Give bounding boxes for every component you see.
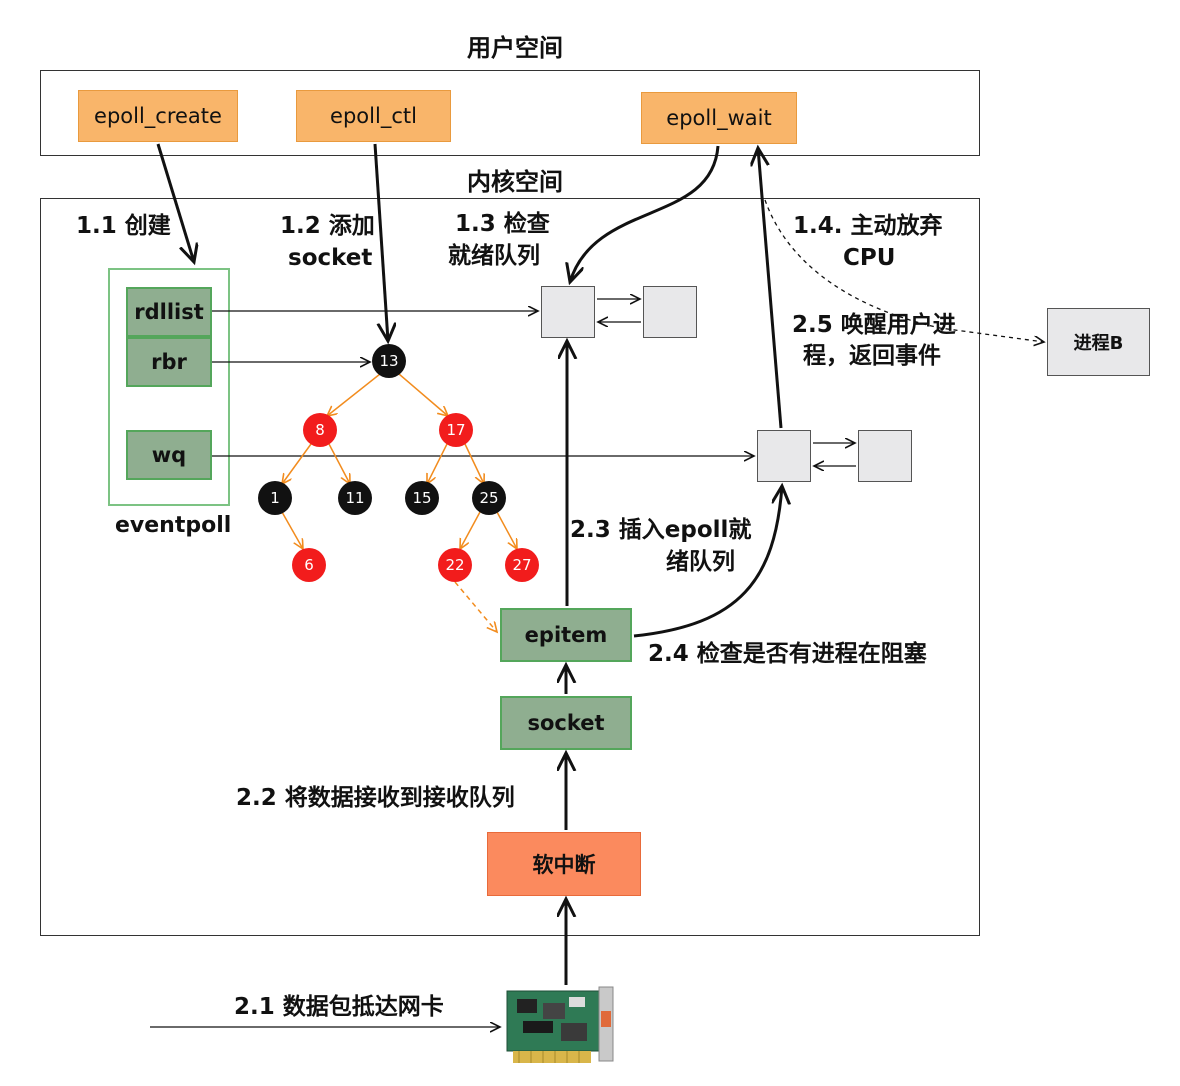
step-2-5-label-line1: 2.5 唤醒用户进 [792, 312, 956, 338]
rbtree-node-17: 17 [439, 413, 473, 447]
kernel-space-region [40, 198, 980, 936]
rbtree-node-22: 22 [438, 548, 472, 582]
eventpoll-field-rdllist[interactable]: rdllist [126, 287, 212, 337]
rbtree-node-15: 15 [405, 481, 439, 515]
eventpoll-field-rbr[interactable]: rbr [126, 337, 212, 387]
step-1-3-label-line1: 1.3 检查 [455, 211, 550, 237]
wait-queue-node [858, 430, 912, 482]
epoll-ctl-box[interactable]: epoll_ctl [296, 90, 451, 142]
socket-box[interactable]: socket [500, 696, 632, 750]
process-b-box[interactable]: 进程B [1047, 308, 1150, 376]
wait-queue-head [757, 430, 811, 482]
step-2-3-label-line2: 绪队列 [666, 549, 735, 575]
rbtree-node-27: 27 [505, 548, 539, 582]
epoll-create-box[interactable]: epoll_create [78, 90, 238, 142]
softirq-label: 软中断 [532, 853, 596, 877]
process-b-label: 进程B [1073, 333, 1124, 354]
step-1-4-label-line2: CPU [843, 245, 896, 271]
eventpoll-field-wq[interactable]: wq [126, 430, 212, 480]
step-2-1-label: 2.1 数据包抵达网卡 [234, 994, 444, 1020]
user-space-title: 用户空间 [467, 34, 563, 62]
step-2-5-label-line2: 程，返回事件 [803, 343, 941, 369]
user-space-region [40, 70, 980, 156]
rbtree-node-13: 13 [372, 344, 406, 378]
epitem-box[interactable]: epitem [500, 608, 632, 662]
rbtree-node-11: 11 [338, 481, 372, 515]
rbtree-node-8: 8 [303, 413, 337, 447]
epoll-wait-box[interactable]: epoll_wait [641, 92, 797, 144]
step-1-3-label-line2: 就绪队列 [448, 243, 540, 269]
kernel-space-title: 内核空间 [467, 168, 563, 196]
step-1-2-label-line2: socket [288, 245, 373, 271]
step-1-1-label: 1.1 创建 [76, 213, 171, 239]
step-2-2-label: 2.2 将数据接收到接收队列 [236, 785, 515, 811]
eventpoll-title: eventpoll [115, 513, 232, 538]
step-2-3-label-line1: 2.3 插入epoll就 [570, 517, 752, 543]
step-1-2-label-line1: 1.2 添加 [280, 213, 375, 239]
step-2-4-label: 2.4 检查是否有进程在阻塞 [648, 641, 927, 667]
ready-list-head [541, 286, 595, 338]
rbtree-node-6: 6 [292, 548, 326, 582]
rbtree-node-1: 1 [258, 481, 292, 515]
rbtree-node-25: 25 [472, 481, 506, 515]
ready-list-node [643, 286, 697, 338]
softirq-box[interactable]: 软中断 [487, 832, 641, 896]
step-1-4-label-line1: 1.4. 主动放弃 [793, 213, 943, 239]
eventpoll-frame [108, 268, 230, 506]
network-card-image [503, 985, 618, 1067]
